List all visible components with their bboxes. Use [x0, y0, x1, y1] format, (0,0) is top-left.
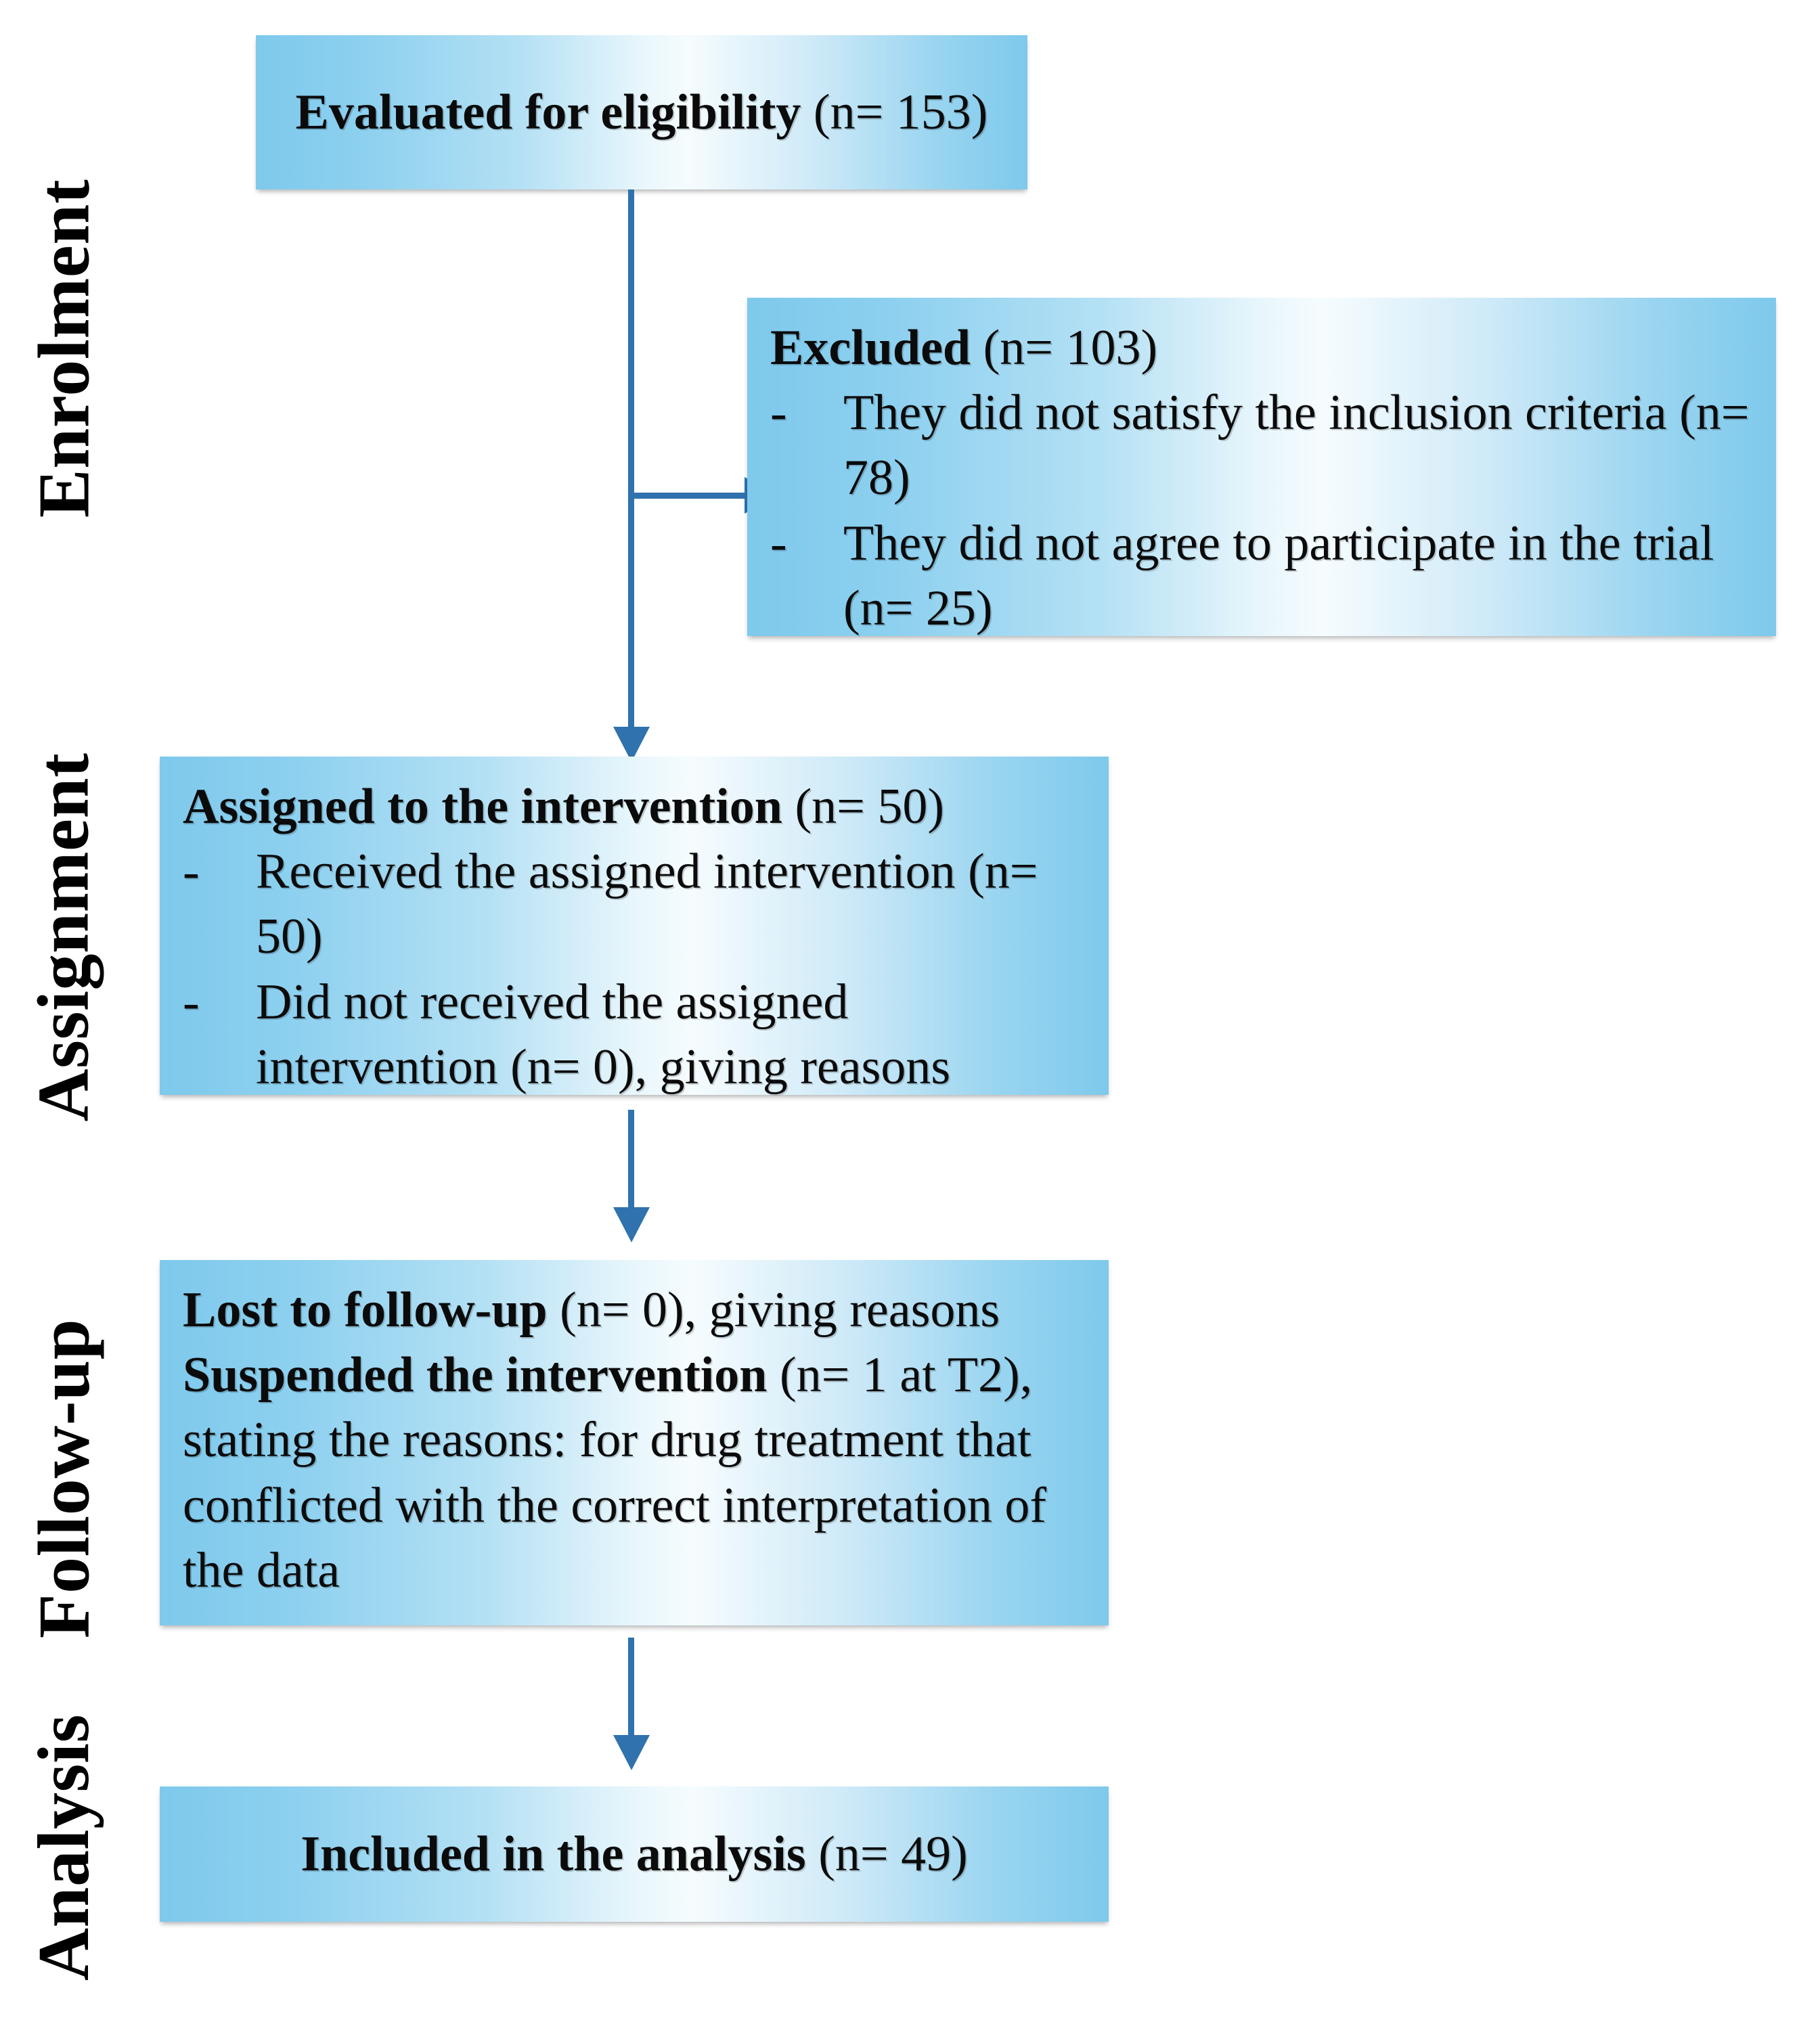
- arrow-enrolment-to-assignment: [613, 727, 650, 762]
- box-follow-up-suspended-rest: (n= 1 at T2), stating the reasons: for d…: [183, 1347, 1046, 1598]
- box-evaluated-for-eligibility: Evaluated for eligibility (n= 153): [256, 35, 1027, 189]
- box-assigned-to-intervention: Assigned to the intervention (n= 50) - R…: [160, 757, 1109, 1095]
- box-excluded: Excluded (n= 103) - They did not satisfy…: [747, 298, 1776, 636]
- box-assigned-bullet-2: - Did not received the assigned interven…: [183, 970, 1086, 1100]
- bullet-marker: -: [770, 385, 787, 441]
- box-included-in-analysis: Included in the analysis (n= 49): [160, 1786, 1109, 1922]
- box-assigned-count: (n= 50): [795, 779, 944, 834]
- box-evaluated-for-eligibility-text: Evaluated for eligibility (n= 153): [296, 80, 988, 145]
- bullet-text: They did not agree to participate in the…: [843, 515, 1714, 636]
- bullet-text: Received the assigned intervention (n= 5…: [256, 844, 1038, 965]
- box-follow-up: Lost to follow-up (n= 0), giving reasons…: [160, 1260, 1109, 1625]
- box-included-in-analysis-heading: Included in the analysis: [301, 1826, 806, 1882]
- box-follow-up-line-2: Suspended the intervention (n= 1 at T2),…: [183, 1343, 1086, 1603]
- spacer: [806, 1826, 819, 1882]
- bullet-marker: -: [183, 974, 200, 1030]
- connector-followup-to-analysis: [628, 1638, 634, 1739]
- box-evaluated-for-eligibility-count: (n= 153): [813, 84, 988, 140]
- box-excluded-heading: Excluded: [770, 320, 971, 376]
- stage-label-assignment-text: Assignment: [24, 752, 104, 1122]
- box-excluded-count: (n= 103): [983, 320, 1158, 376]
- box-assigned-heading-row: Assigned to the intervention (n= 50): [183, 774, 1086, 839]
- box-excluded-text: Excluded (n= 103) - They did not satisfy…: [770, 315, 1753, 641]
- bullet-marker: -: [183, 844, 200, 900]
- stage-label-assignment: Assignment: [0, 727, 129, 1147]
- bullet-text: They did not satisfy the inclusion crite…: [843, 385, 1750, 506]
- box-follow-up-suspended-label: Suspended the intervention: [183, 1347, 768, 1403]
- box-assigned-heading: Assigned to the intervention: [183, 779, 782, 834]
- connector-assignment-to-followup: [628, 1110, 634, 1211]
- box-assigned-bullet-1: - Received the assigned intervention (n=…: [183, 839, 1086, 969]
- spacer: [782, 779, 795, 834]
- arrow-assignment-to-followup: [613, 1207, 650, 1242]
- stage-label-followup: Follow-up: [0, 1276, 129, 1682]
- stage-label-enrolment-text: Enrolment: [24, 179, 104, 518]
- stage-label-analysis: Analysis: [0, 1692, 129, 2003]
- arrow-followup-to-analysis: [613, 1735, 650, 1770]
- box-excluded-bullet-2: - They did not agree to participate in t…: [770, 511, 1753, 641]
- stage-label-followup-text: Follow-up: [24, 1318, 105, 1639]
- box-excluded-bullet-1: - They did not satisfy the inclusion cri…: [770, 380, 1753, 510]
- spacer: [971, 320, 983, 376]
- stage-label-enrolment: Enrolment: [0, 145, 129, 551]
- box-follow-up-lost-label: Lost to follow-up: [183, 1282, 548, 1338]
- stage-label-analysis-text: Analysis: [24, 1713, 105, 1981]
- box-assigned-to-intervention-text: Assigned to the intervention (n= 50) - R…: [183, 774, 1086, 1100]
- box-included-in-analysis-text: Included in the analysis (n= 49): [301, 1822, 967, 1887]
- bullet-marker: -: [770, 515, 787, 571]
- box-follow-up-text: Lost to follow-up (n= 0), giving reasons…: [183, 1278, 1086, 1603]
- connector-excluded-branch: [628, 493, 749, 499]
- box-follow-up-line-1: Lost to follow-up (n= 0), giving reasons: [183, 1278, 1086, 1343]
- bullet-text: Did not received the assigned interventi…: [256, 974, 951, 1095]
- spacer: [801, 85, 814, 140]
- box-included-in-analysis-count: (n= 49): [818, 1826, 968, 1882]
- box-follow-up-lost-rest: (n= 0), giving reasons: [547, 1282, 1000, 1338]
- connector-enrolment-trunk: [628, 189, 634, 731]
- box-evaluated-for-eligibility-heading: Evaluated for eligibility: [295, 84, 801, 140]
- box-excluded-heading-row: Excluded (n= 103): [770, 315, 1753, 380]
